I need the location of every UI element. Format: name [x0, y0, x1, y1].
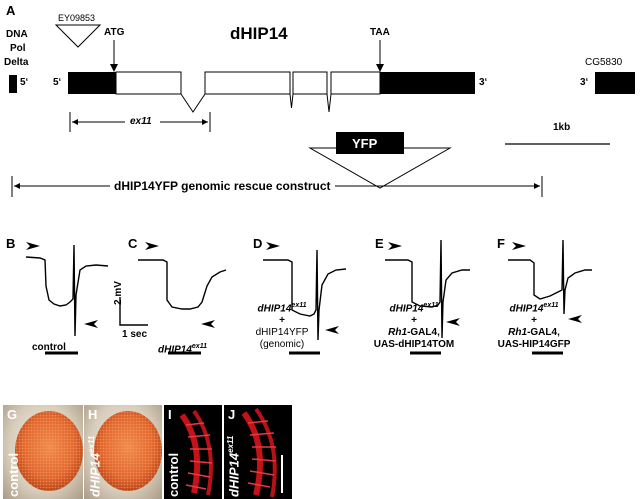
- trace-d: [263, 249, 347, 341]
- panel-f-letter: F: [497, 236, 505, 251]
- exon-3utr: [380, 72, 475, 94]
- label-f-driver: Rh1-GAL4,: [508, 327, 560, 339]
- intron-1: [180, 93, 206, 113]
- arrowhead-c-bottom-icon: [201, 320, 215, 328]
- exon-3: [292, 71, 328, 95]
- photo-i-lamina-control: I control: [164, 405, 222, 499]
- construct-left-arrow-icon: [14, 183, 20, 189]
- panel-d-letter: D: [253, 236, 263, 251]
- ex11-left-arrow-icon: [72, 119, 78, 125]
- arrowhead-f-top-icon: [512, 242, 526, 250]
- label-e-plus: +: [411, 315, 417, 327]
- dna-pol-label-1: DNA: [6, 29, 28, 40]
- arrowhead-e-bottom-icon: [446, 318, 460, 326]
- erg-traces: [25, 239, 592, 355]
- arrowhead-b-bottom-icon: [84, 320, 98, 328]
- atg-arrow-icon: [110, 64, 118, 72]
- exon-2: [204, 71, 291, 95]
- ex11-right-arrow-icon: [202, 119, 208, 125]
- label-j: dHIP14ex11: [226, 435, 242, 497]
- label-d-construct: dHIP14YFP: [255, 327, 309, 339]
- arrowhead-d-top-icon: [266, 242, 280, 250]
- label-f-uas: UAS-HIP14GFP: [497, 339, 571, 351]
- label-e-uas: UAS-dHIP14TOM: [373, 339, 455, 351]
- label-i: control: [166, 452, 181, 497]
- label-c-sup: ex11: [191, 343, 207, 350]
- arrowhead-c-top-icon: [145, 242, 159, 250]
- erg-scale-bar: [119, 297, 148, 326]
- panel-i-letter: I: [168, 407, 172, 422]
- arrowhead-f-bottom-icon: [568, 315, 582, 323]
- dna-pol-exon: [9, 75, 17, 93]
- scale-label: 1kb: [553, 122, 571, 133]
- panel-e-letter: E: [375, 236, 384, 251]
- panel-j-letter: J: [228, 407, 236, 422]
- intron-3: [326, 93, 332, 113]
- label-e-driver: Rh1-GAL4,: [388, 327, 440, 339]
- panel-b-letter: B: [6, 236, 16, 251]
- label-e-genotype: dHIP14ex11: [389, 302, 439, 315]
- arrowhead-d-bottom-icon: [325, 326, 339, 334]
- ex11-label: ex11: [130, 116, 152, 127]
- gene-name: dHIP14: [230, 24, 288, 43]
- label-g: control: [6, 452, 21, 497]
- construct-label: dHIP14YFP genomic rescue construct: [110, 180, 335, 192]
- cg-three-prime: 3‘: [580, 77, 589, 88]
- trace-f: [508, 239, 592, 315]
- construct-right-arrow-icon: [534, 183, 540, 189]
- panel-g-letter: G: [7, 407, 18, 422]
- scale-time: 1 sec: [122, 329, 148, 340]
- label-f-plus: +: [531, 315, 537, 327]
- label-d-genotype: dHIP14ex11: [257, 302, 307, 315]
- insertion-triangle: [54, 24, 102, 48]
- label-d: dHIP14ex11 + dHIP14YFP (genomic): [237, 300, 327, 351]
- dna-pol-label-2: Pol: [10, 43, 26, 54]
- taa-label: TAA: [370, 27, 390, 38]
- label-h: dHIP14ex11: [87, 435, 103, 497]
- gene-model-diagram: [11, 24, 610, 197]
- label-d-plus: +: [279, 315, 285, 327]
- panel-a-letter: A: [6, 3, 16, 18]
- exon-4: [330, 71, 381, 95]
- cg-label: CG5830: [585, 57, 623, 68]
- dna-pol-label-3: Delta: [4, 57, 29, 68]
- three-prime-label: 3‘: [479, 77, 488, 88]
- five-prime-label: 5‘: [53, 77, 62, 88]
- panel-c-letter: C: [128, 236, 138, 251]
- exon-5utr: [68, 72, 116, 94]
- label-d-genomic: (genomic): [259, 339, 305, 351]
- label-b-control: control: [32, 342, 66, 353]
- label-f-genotype: dHIP14ex11: [509, 302, 559, 315]
- trace-e: [385, 239, 470, 339]
- cg-exon: [595, 72, 635, 94]
- label-f: dHIP14ex11 + Rh1-GAL4, UAS-HIP14GFP: [486, 300, 582, 351]
- trace-c: [138, 259, 227, 310]
- arrowhead-b-top-icon: [26, 242, 40, 250]
- arrowhead-e-top-icon: [388, 242, 402, 250]
- atg-label: ATG: [104, 27, 125, 38]
- taa-arrow-icon: [376, 64, 384, 72]
- photo-h-eye-mutant: H dHIP14ex11: [84, 405, 162, 499]
- photo-g-eye-control: G control: [3, 405, 83, 499]
- yfp-label: YFP: [352, 136, 378, 151]
- intron-2: [289, 93, 294, 109]
- label-e: dHIP14ex11 + Rh1-GAL4, UAS-dHIP14TOM: [364, 300, 464, 351]
- exon-1: [115, 71, 182, 95]
- label-c: dHIP14ex11: [158, 343, 207, 355]
- photo-j-lamina-mutant: J dHIP14ex11: [224, 405, 292, 499]
- yfp-insertion-triangle: [308, 147, 452, 189]
- insertion-label: EY09853: [58, 13, 96, 23]
- panel-h-letter: H: [88, 407, 98, 422]
- scale-voltage: 2 mV: [113, 281, 124, 305]
- dna-pol-five-prime: 5‘: [20, 77, 29, 88]
- label-c-genotype: dHIP14: [158, 344, 192, 356]
- trace-b: [25, 244, 109, 337]
